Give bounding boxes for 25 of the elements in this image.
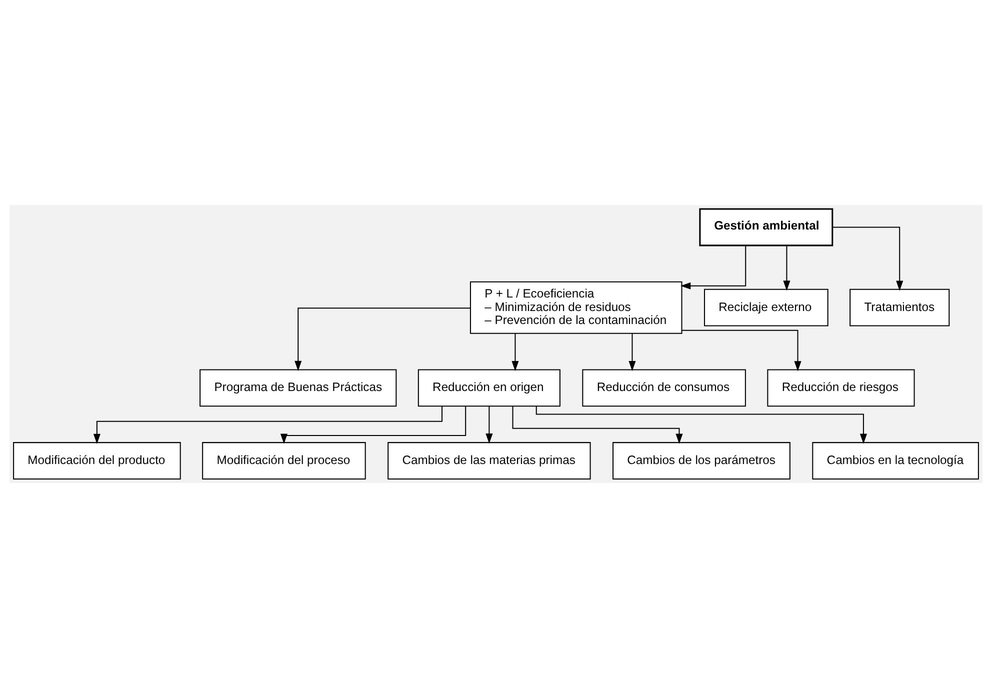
arrow [93,406,442,444]
node-box: Programa de Buenas Prácticas [200,369,397,407]
arrow [628,333,636,372]
node-box: Reciclaje externo [704,288,828,326]
node-box: Modificación del proceso [202,442,366,480]
node-box: Cambios de los parámetros [612,442,790,480]
arrow [832,226,904,291]
node-box: Reducción de riesgos [767,369,915,407]
arrow [280,406,466,444]
arrow [512,406,683,444]
node-box: Modificación del producto [13,442,181,480]
arrow [294,308,470,371]
arrow [536,406,867,444]
node-box: Gestión ambiental [699,208,834,246]
node-box: Cambios de las materias primas [388,442,591,480]
node-box: Cambios en la tecnología [812,442,979,480]
arrow [783,245,790,291]
node-box: P + L / Ecoeficiencia – Minimización de residuos – Prevención de la contaminación [470,281,682,334]
arrow [680,245,746,290]
node-box: Reducción de consumos [582,369,746,407]
node-box: Reducción en origen [418,369,560,407]
node-box: Tratamientos [850,288,950,326]
arrow [512,333,519,372]
arrow [682,330,802,372]
arrow [486,406,493,444]
